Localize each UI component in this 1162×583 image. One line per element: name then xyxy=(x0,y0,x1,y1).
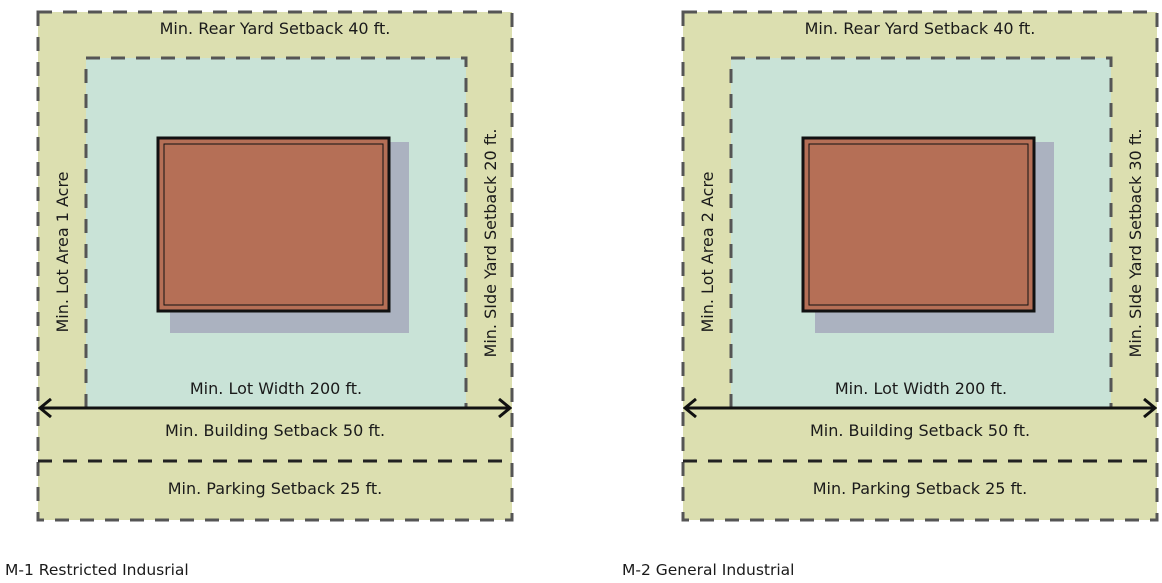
setback-line xyxy=(84,56,468,408)
building xyxy=(801,136,1036,313)
m1-diagram: Min. Rear Yard Setback 40 ft. Min. Lot A… xyxy=(5,10,514,579)
building xyxy=(156,136,391,313)
building-inner-outline xyxy=(163,143,384,306)
lot-width-label: Min. Lot Width 200 ft. xyxy=(835,379,1007,398)
lot-boundary xyxy=(36,10,514,522)
parking-setback-label: Min. Parking Setback 25 ft. xyxy=(813,479,1028,498)
m1-caption: M-1 Restricted Indusrial xyxy=(5,561,189,579)
setback-line xyxy=(729,56,1113,408)
lot-area-label: Min. Lot Area 2 Acre xyxy=(698,171,717,332)
building-setback-label: Min. Building Setback 50 ft. xyxy=(165,421,385,440)
rear-yard-label: Min. Rear Yard Setback 40 ft. xyxy=(805,19,1036,38)
lot-area-label: Min. Lot Area 1 Acre xyxy=(53,171,72,332)
building-setback-label: Min. Building Setback 50 ft. xyxy=(810,421,1030,440)
m2-caption: M-2 General Industrial xyxy=(622,561,794,579)
building-inner-outline xyxy=(808,143,1029,306)
parking-setback-label: Min. Parking Setback 25 ft. xyxy=(168,479,383,498)
m2-diagram: Min. Rear Yard Setback 40 ft. Min. Lot A… xyxy=(622,10,1159,579)
rear-yard-label: Min. Rear Yard Setback 40 ft. xyxy=(160,19,391,38)
lot-width-label: Min. Lot Width 200 ft. xyxy=(190,379,362,398)
side-yard-label: Min. SIde Yard Setback 20 ft. xyxy=(481,129,500,358)
lot-boundary xyxy=(681,10,1159,522)
side-yard-label: Min. SIde Yard Setback 30 ft. xyxy=(1126,129,1145,358)
